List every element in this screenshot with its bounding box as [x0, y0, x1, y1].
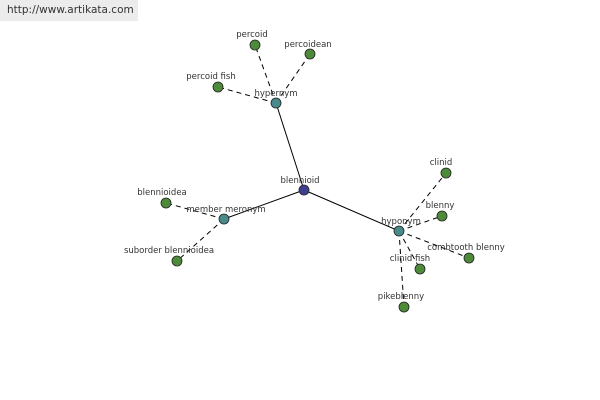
- graph-nodes: [160, 39, 475, 313]
- edge-hypernym-percoidean: [275, 53, 311, 104]
- word-node-clinid-fish[interactable]: [414, 263, 426, 275]
- relation-node-hypernym[interactable]: [270, 97, 282, 109]
- word-node-pikeblenny[interactable]: [398, 301, 410, 313]
- word-node-clinid[interactable]: [440, 167, 452, 179]
- edge-hyponym-pikeblenny: [398, 230, 405, 308]
- word-node-blennioidea[interactable]: [160, 197, 172, 209]
- word-node-blenny[interactable]: [436, 210, 448, 222]
- relation-node-member-meronym[interactable]: [218, 213, 230, 225]
- relation-node-hyponym[interactable]: [393, 225, 405, 237]
- word-label-percoid[interactable]: percoid: [236, 30, 268, 40]
- word-label-percoidean[interactable]: percoidean: [284, 40, 331, 50]
- relation-label-hyponym[interactable]: hyponym: [381, 217, 421, 227]
- edge-hypernym-percoid-fish: [217, 86, 277, 104]
- word-label-blennioidea[interactable]: blennioidea: [137, 188, 187, 198]
- edge-hyponym-clinid: [398, 172, 447, 232]
- edge-hyponym-combtooth-blenny: [398, 230, 470, 259]
- graph-labels: blennioid hypernym member meronym hyponym pe…: [124, 30, 505, 302]
- word-node-percoidean[interactable]: [304, 48, 316, 60]
- word-label-percoid-fish[interactable]: percoid fish: [186, 72, 235, 82]
- word-label-clinid[interactable]: clinid: [430, 158, 453, 168]
- edge-hyponym-blenny: [398, 215, 443, 232]
- site-link[interactable]: http://www.artikata.com: [0, 0, 138, 21]
- edge-root-hyponym: [303, 189, 400, 232]
- word-node-percoid-fish[interactable]: [212, 81, 224, 93]
- relation-label-member-meronym[interactable]: member meronym: [186, 205, 265, 215]
- word-node-suborder-blennioidea[interactable]: [171, 255, 183, 267]
- edge-member-meronym-suborder-blennioidea: [176, 218, 225, 262]
- graph-edges: [165, 44, 470, 308]
- word-label-clinid-fish[interactable]: clinid fish: [390, 254, 430, 264]
- root-label[interactable]: blennioid: [280, 176, 319, 186]
- edge-member-meronym-blennioidea: [165, 202, 225, 220]
- word-label-blenny[interactable]: blenny: [426, 201, 455, 211]
- edge-root-member-meronym: [223, 189, 305, 220]
- edge-hyponym-clinid-fish: [398, 230, 421, 270]
- edge-root-hypernym: [275, 102, 305, 191]
- edge-hypernym-percoid: [254, 44, 277, 104]
- word-node-combtooth-blenny[interactable]: [463, 252, 475, 264]
- root-node[interactable]: [298, 184, 310, 196]
- relation-label-hypernym[interactable]: hypernym: [254, 89, 297, 99]
- word-label-suborder-blennioidea[interactable]: suborder blennioidea: [124, 246, 214, 256]
- word-node-percoid[interactable]: [249, 39, 261, 51]
- word-label-combtooth-blenny[interactable]: combtooth blenny: [427, 243, 505, 253]
- word-label-pikeblenny[interactable]: pikeblenny: [378, 292, 424, 302]
